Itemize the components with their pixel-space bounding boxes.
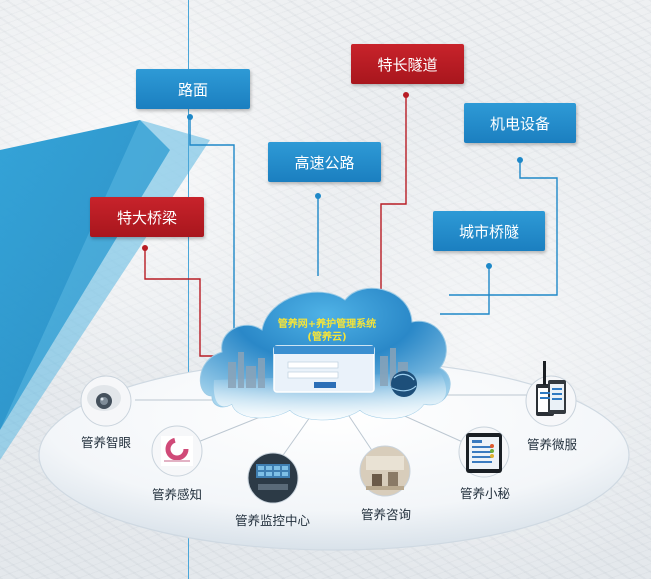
highway-label: 高速公路	[268, 142, 381, 182]
connector-road	[189, 117, 235, 338]
cloud-title-line1: 管养网+养护管理系统	[277, 319, 377, 330]
connector-bridge	[144, 248, 230, 357]
road-label: 路面	[136, 69, 250, 109]
secretary-label: 管养小秘	[460, 486, 511, 501]
cloud-title-line2: (管养云)	[307, 332, 347, 343]
tunnel-label: 特长隧道	[351, 44, 464, 84]
camera-icon	[80, 375, 132, 427]
connector-city	[440, 266, 490, 315]
sensor-chart-icon	[151, 425, 203, 477]
cloud	[200, 287, 451, 421]
sensing-label: 管养感知	[152, 487, 203, 502]
city-bridge-tunnel-label: 城市桥隧	[433, 211, 545, 251]
smart-eye-label: 管养智眼	[81, 435, 132, 450]
connector-equipment	[449, 160, 558, 296]
consult-room-icon	[359, 445, 411, 497]
connector-dots	[142, 92, 523, 269]
tablet-icon	[458, 426, 510, 478]
consult-label: 管养咨询	[361, 507, 412, 522]
monitor-wall-icon	[247, 452, 299, 504]
cloud-title: 管养网+养护管理系统 (管养云)	[262, 318, 392, 344]
monitoring-center-label: 管养监控中心	[235, 513, 311, 528]
mobile-phones-icon	[525, 361, 577, 427]
bridge-label: 特大桥梁	[90, 197, 204, 237]
equipment-label: 机电设备	[464, 103, 576, 143]
wechat-service-label: 管养微服	[527, 437, 578, 452]
connector-tunnel	[380, 95, 407, 296]
divider-line	[188, 0, 189, 579]
connector-lines	[144, 95, 558, 357]
